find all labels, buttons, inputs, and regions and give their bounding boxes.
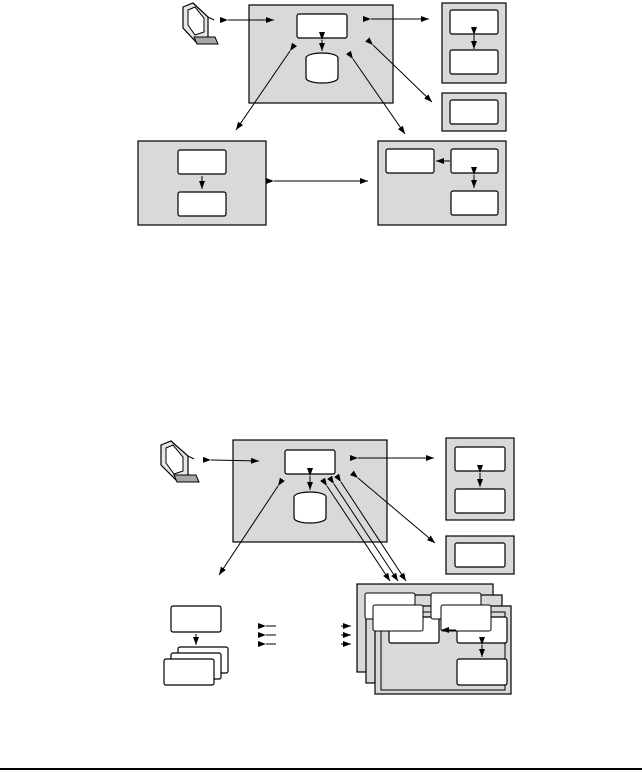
monitor-icon (182, 2, 219, 45)
right-small-panel (445, 535, 515, 575)
right-top-panel (445, 437, 515, 521)
central-server-panel (232, 439, 388, 543)
left-lower-panel (137, 140, 267, 226)
architecture-diagram-top (137, 2, 507, 226)
database-cylinder-icon (305, 52, 339, 84)
right-lower-panel (377, 140, 507, 226)
right-lower-stack (356, 583, 512, 695)
connection-arrows (202, 455, 436, 647)
page-bottom-rule (0, 768, 642, 770)
left-lower-group (163, 605, 229, 686)
database-cylinder-icon (293, 491, 327, 524)
right-small-panel (441, 92, 507, 132)
right-top-panel (441, 2, 507, 84)
monitor-icon (160, 440, 200, 483)
connection-arrows (220, 16, 433, 184)
central-node (284, 449, 336, 475)
